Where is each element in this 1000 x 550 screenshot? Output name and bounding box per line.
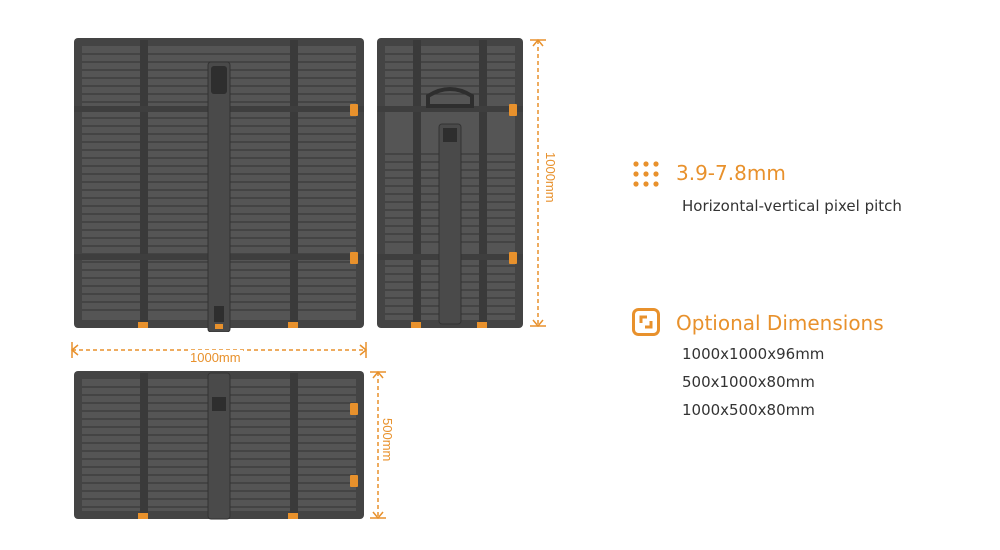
dimension-option: 1000x1000x96mm — [682, 345, 825, 363]
dimension-option: 1000x500x80mm — [682, 401, 815, 419]
height-dimension-label: 1000mm — [543, 152, 558, 203]
resize-square-icon — [632, 308, 660, 336]
panel-1000x1000-image — [74, 38, 364, 332]
pixel-pitch-title: 3.9-7.8mm — [676, 161, 786, 185]
dot-grid-icon — [633, 161, 659, 187]
panel-1000x500-image — [74, 371, 364, 520]
dimension-option: 500x1000x80mm — [682, 373, 815, 391]
panel-500x1000-image — [377, 38, 523, 328]
pixel-pitch-description: Horizontal-vertical pixel pitch — [682, 197, 902, 215]
short-height-dimension-label: 500mm — [380, 418, 395, 462]
height-dimension-arrow — [530, 38, 546, 328]
width-dimension-label: 1000mm — [188, 350, 243, 365]
short-height-dimension-arrow — [370, 370, 386, 520]
optional-dimensions-title: Optional Dimensions — [676, 311, 884, 335]
